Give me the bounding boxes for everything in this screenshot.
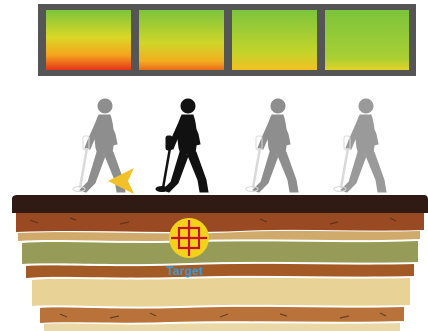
target-label: Target [166,264,203,278]
walking-person-icon [156,99,208,192]
soil-layer-1 [16,213,424,232]
signal-panel-2 [139,10,224,70]
soil-layer-2 [18,231,420,241]
soil-layer-4 [26,264,414,278]
soil-layer-5 [32,278,410,307]
signal-monitor [38,4,416,76]
target-crosshair-icon [169,218,209,258]
ground-cross-section [12,195,428,331]
soil-layer-3 [22,241,418,264]
walking-person-icon [246,99,298,192]
walking-person-icon [334,99,386,192]
signal-panel-3 [232,10,317,70]
soil-layer-7 [44,323,400,331]
ground-surface [12,195,428,213]
soil-layer-6 [40,307,404,323]
signal-panel-4 [325,10,409,70]
signal-panel-1 [46,10,131,70]
